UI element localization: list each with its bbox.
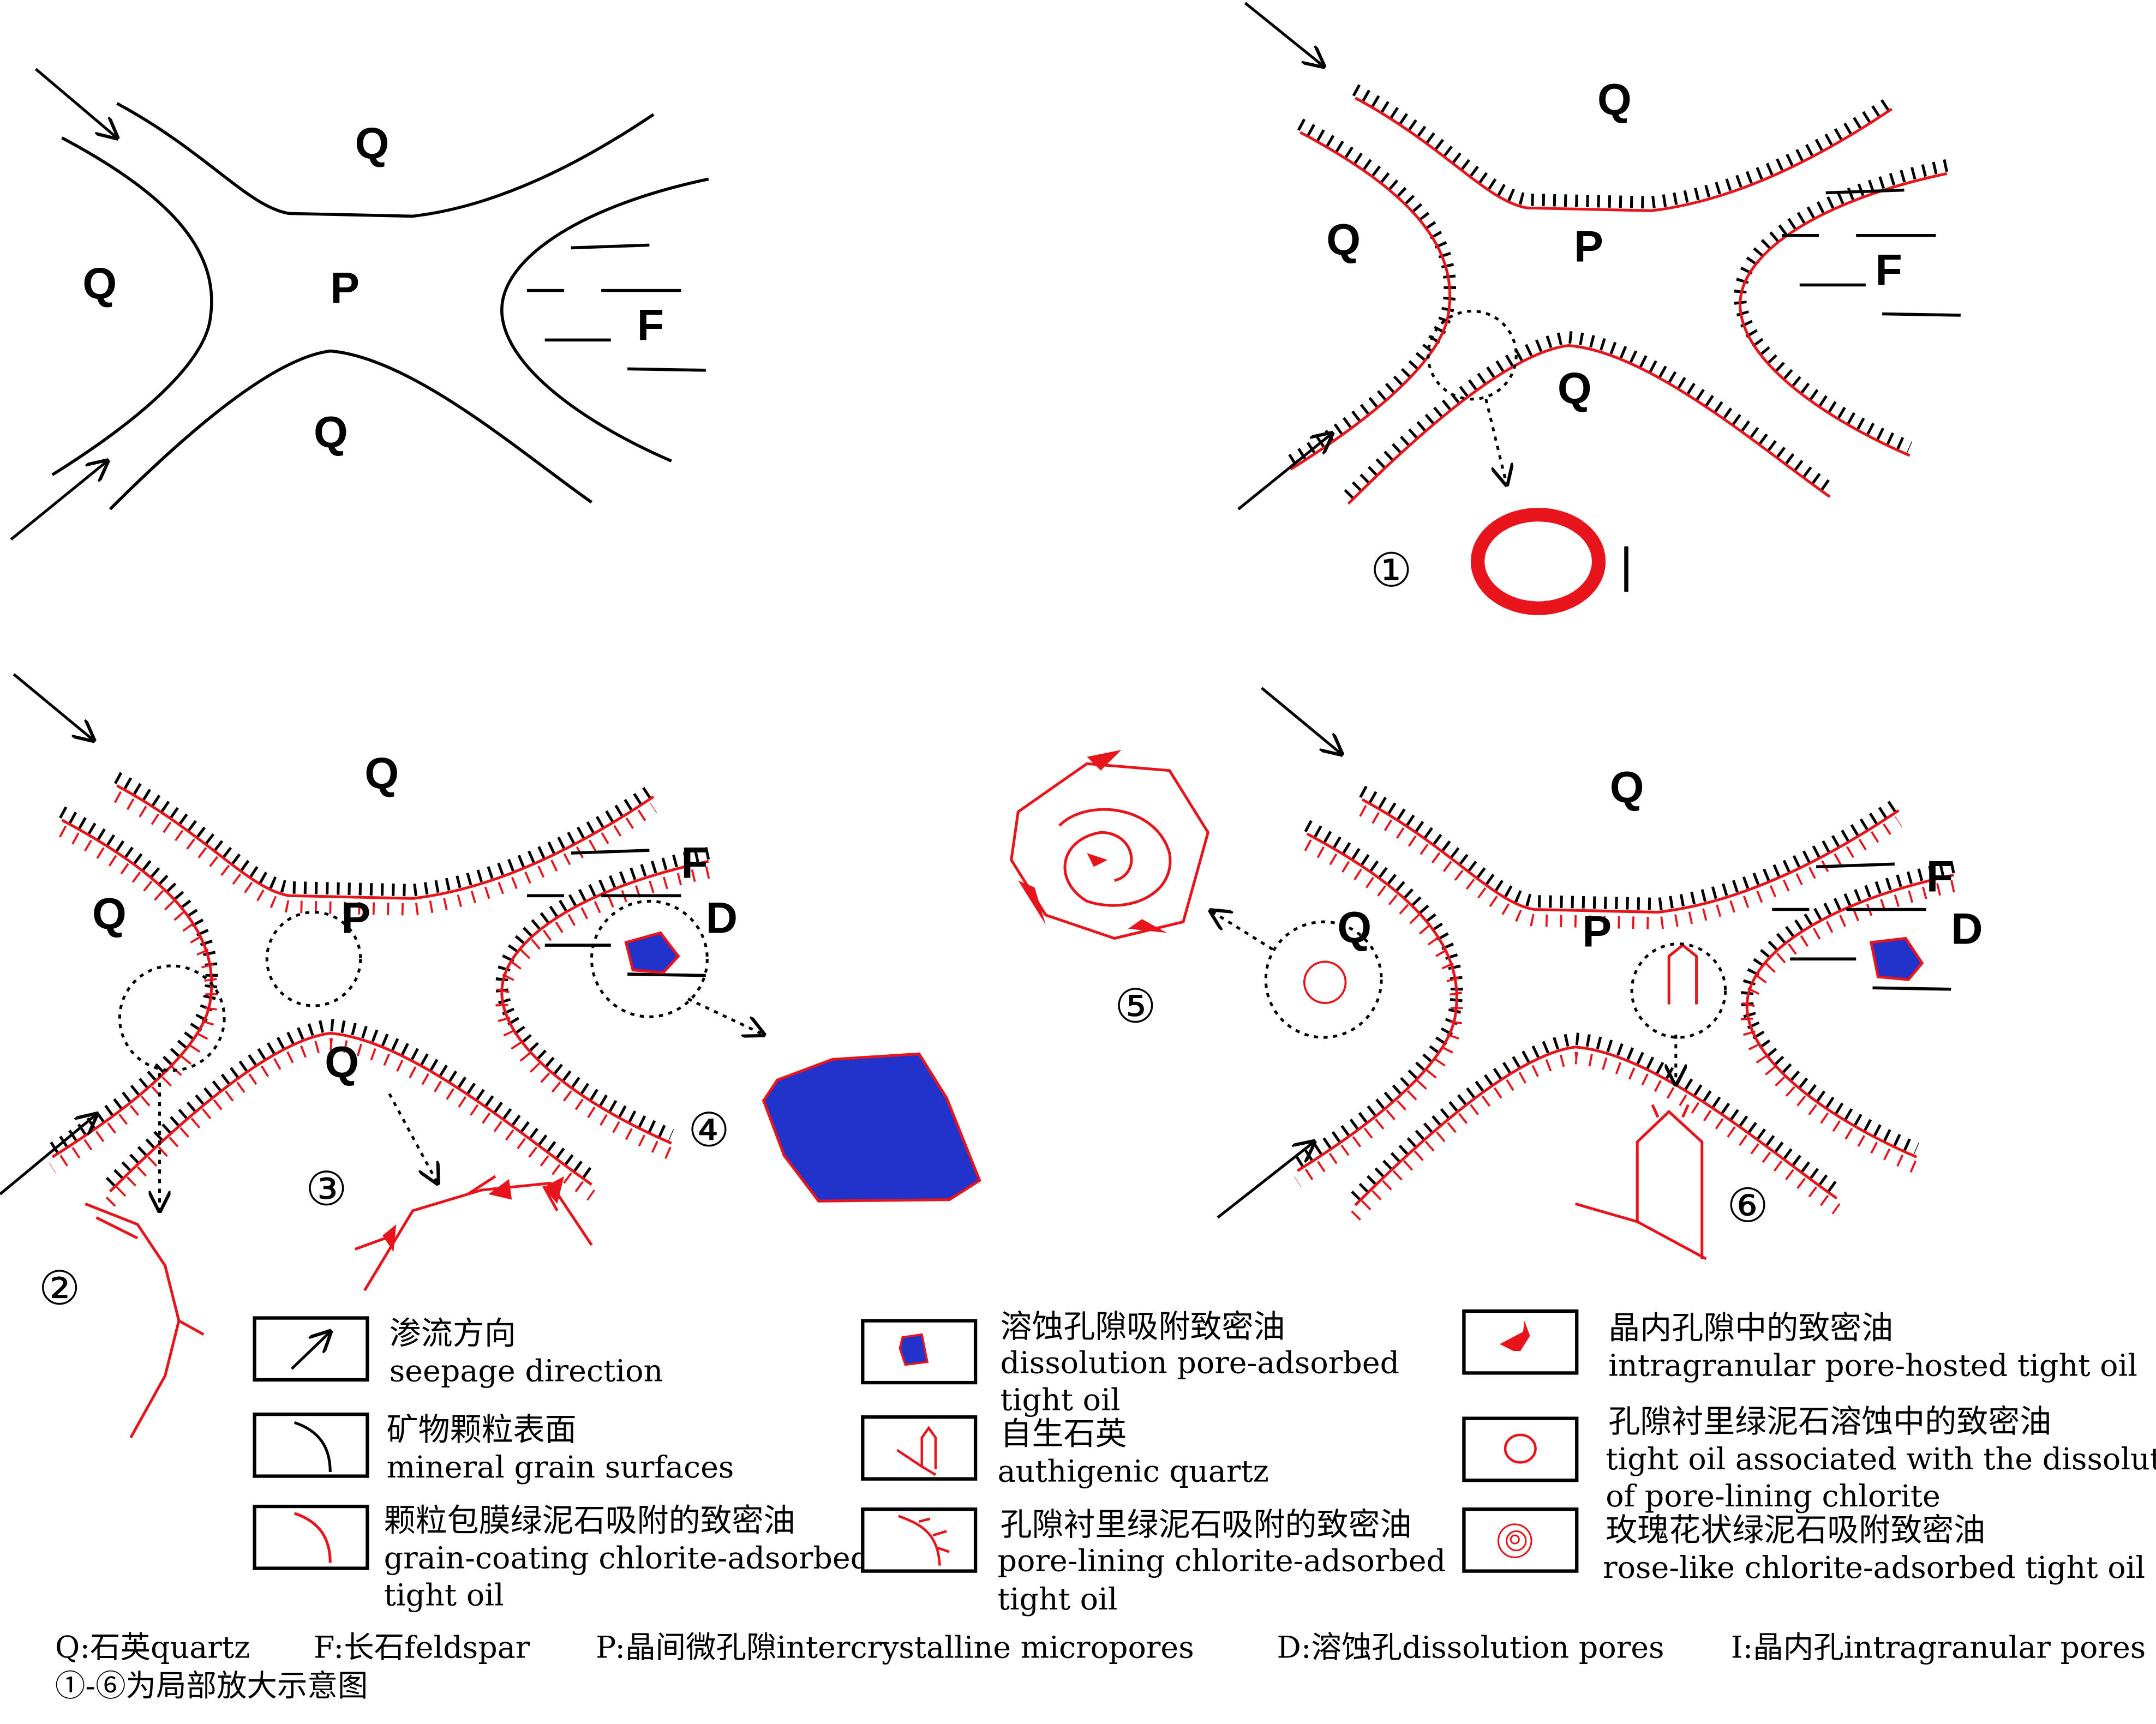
callout-2: ② — [39, 1261, 81, 1315]
legend-zh: 玫瑰花状绿泥石吸附致密油 — [1606, 1511, 1985, 1548]
legend-en: mineral grain surfaces — [387, 1450, 734, 1485]
dissolution-pore — [1869, 936, 1924, 981]
intragranular-pore-ring — [1471, 508, 1606, 615]
callout-3: ③ — [306, 1162, 348, 1217]
seepage-arrow-icon — [1237, 434, 1332, 510]
legend-item-seepage: 渗流方向 seepage direction — [253, 1314, 663, 1389]
panel-3-pore-lining: ② ③ ④ Q Q P Q F D — [0, 673, 981, 1439]
legend-en: grain-coating chlorite-adsorbed — [384, 1541, 870, 1576]
footnote-note: ①-⑥为局部放大示意图 — [55, 1669, 368, 1704]
rose-icon — [1497, 1523, 1532, 1558]
legend-zh: 渗流方向 — [390, 1314, 516, 1351]
abbrev-feldspar: F:长石feldspar — [314, 1630, 530, 1665]
legend-zh: 孔隙衬里绿泥石溶蚀中的致密油 — [1608, 1403, 2051, 1440]
label-pore: P — [1582, 908, 1612, 957]
seepage-arrow-icon — [1217, 1142, 1314, 1219]
arrow-icon — [290, 1332, 331, 1370]
legend: 渗流方向 seepage direction 矿物颗粒表面 mineral gr… — [253, 1308, 2156, 1617]
legend-item-pore-lining: 孔隙衬里绿泥石吸附的致密油 pore-lining chlorite-adsor… — [861, 1506, 1446, 1617]
label-quartz: Q — [355, 119, 390, 168]
legend-zh: 晶内孔隙中的致密油 — [1608, 1309, 1893, 1346]
dissolution-pore-enlarged — [762, 1052, 981, 1203]
legend-en: seepage direction — [390, 1354, 663, 1389]
label-feldspar: F — [637, 301, 664, 350]
panel-1-original-pore: Q Q P Q F — [10, 68, 709, 541]
legend-en: intragranular pore-hosted tight oil — [1608, 1348, 2137, 1383]
legend-item-ring: 孔隙衬里绿泥石溶蚀中的致密油 tight oil associated with… — [1462, 1403, 2156, 1514]
label-quartz: Q — [1558, 364, 1592, 413]
legend-zh: 溶蚀孔隙吸附致密油 — [1001, 1308, 1285, 1345]
callout-1: ① — [1370, 543, 1412, 598]
label-quartz: Q — [1610, 763, 1644, 812]
intragranular-oil-icon — [1499, 1320, 1530, 1351]
legend-item-intragranular-oil: 晶内孔隙中的致密油 intragranular pore-hosted tigh… — [1462, 1309, 2137, 1383]
legend-en: pore-lining chlorite-adsorbed — [997, 1544, 1446, 1579]
panel-4-rose-and-authigenic: ⑥ Q Q P F D — [1217, 687, 1983, 1260]
legend-en: of pore-lining chlorite — [1606, 1479, 1941, 1514]
dissolution-pore — [624, 931, 680, 975]
abbrev-pore: P:晶间微孔隙intercrystalline micropores — [596, 1630, 1194, 1665]
label-dissolution-pore: D — [706, 893, 738, 942]
label-pore: P — [330, 263, 360, 313]
seepage-arrow-icon — [34, 68, 117, 138]
label-quartz: Q — [325, 1038, 359, 1087]
legend-item-authigenic-quartz: 自生石英 authigenic quartz — [861, 1415, 1269, 1489]
legend-en: authigenic quartz — [997, 1455, 1268, 1489]
abbrev-quartz: Q:石英quartz — [55, 1630, 250, 1665]
label-quartz: Q — [1337, 903, 1372, 952]
label-quartz: Q — [1597, 75, 1632, 124]
label-pore: P — [341, 893, 370, 942]
legend-item-rose: 玫瑰花状绿泥石吸附致密油 rose-like chlorite-adsorbed… — [1462, 1507, 2145, 1585]
grain-surface-icon — [294, 1421, 332, 1473]
legend-en: rose-like chlorite-adsorbed tight oil — [1603, 1551, 2145, 1585]
label-quartz: Q — [82, 260, 117, 309]
seepage-arrow-icon — [13, 673, 93, 740]
legend-en: tight oil — [997, 1582, 1117, 1617]
label-pore: P — [1574, 223, 1603, 272]
legend-zh: 自生石英 — [1001, 1415, 1127, 1452]
ring-icon — [1504, 1433, 1537, 1464]
label-dissolution-pore: D — [1951, 905, 1983, 954]
legend-en: tight oil — [384, 1578, 504, 1613]
legend-en: dissolution pore-adsorbed — [1001, 1345, 1400, 1380]
label-quartz: Q — [314, 408, 348, 457]
dissolution-pore-icon — [899, 1333, 929, 1366]
legend-zh: 颗粒包膜绿泥石吸附的致密油 — [384, 1501, 795, 1539]
callout-5: ⑤ — [1115, 979, 1157, 1034]
abbrev-dissolution: D:溶蚀孔dissolution pores — [1277, 1630, 1664, 1665]
callout-6: ⑥ — [1727, 1179, 1769, 1233]
seepage-arrow-icon — [10, 461, 107, 541]
footnote: Q:石英quartz F:长石feldspar P:晶间微孔隙intercrys… — [55, 1630, 2146, 1704]
legend-en: tight oil associated with the dissolutio… — [1606, 1442, 2156, 1477]
legend-zh: 孔隙衬里绿泥石吸附的致密油 — [1001, 1506, 1412, 1543]
legend-en: tight oil — [1001, 1383, 1121, 1418]
authigenic-quartz-icon — [896, 1426, 937, 1476]
abbrev-intragranular: I:晶内孔intragranular pores — [1731, 1630, 2146, 1665]
label-feldspar: F — [1926, 852, 1953, 902]
legend-zh: 矿物颗粒表面 — [387, 1411, 577, 1448]
pore-lining-icon — [898, 1515, 950, 1566]
panel-2-grain-coating: ① Q Q P Q F — [1237, 2, 1961, 615]
label-quartz: Q — [364, 749, 399, 798]
legend-item-grain-coating: 颗粒包膜绿泥石吸附的致密油 grain-coating chlorite-ads… — [253, 1501, 870, 1613]
label-quartz: Q — [1326, 215, 1361, 265]
seepage-arrow-icon — [1261, 687, 1341, 754]
legend-item-grain-surface: 矿物颗粒表面 mineral grain surfaces — [253, 1411, 734, 1485]
legend-item-dissolution-pore: 溶蚀孔隙吸附致密油 dissolution pore-adsorbed tigh… — [861, 1308, 1400, 1418]
label-quartz: Q — [92, 890, 127, 939]
seepage-arrow-icon — [0, 1114, 97, 1196]
label-feldspar: F — [681, 839, 708, 888]
callout-4: ④ — [688, 1103, 730, 1157]
seepage-arrow-icon — [1244, 2, 1323, 67]
label-feldspar: F — [1876, 246, 1902, 295]
rose-chlorite-detail — [1010, 749, 1383, 1039]
grain-coating-icon — [294, 1512, 332, 1563]
